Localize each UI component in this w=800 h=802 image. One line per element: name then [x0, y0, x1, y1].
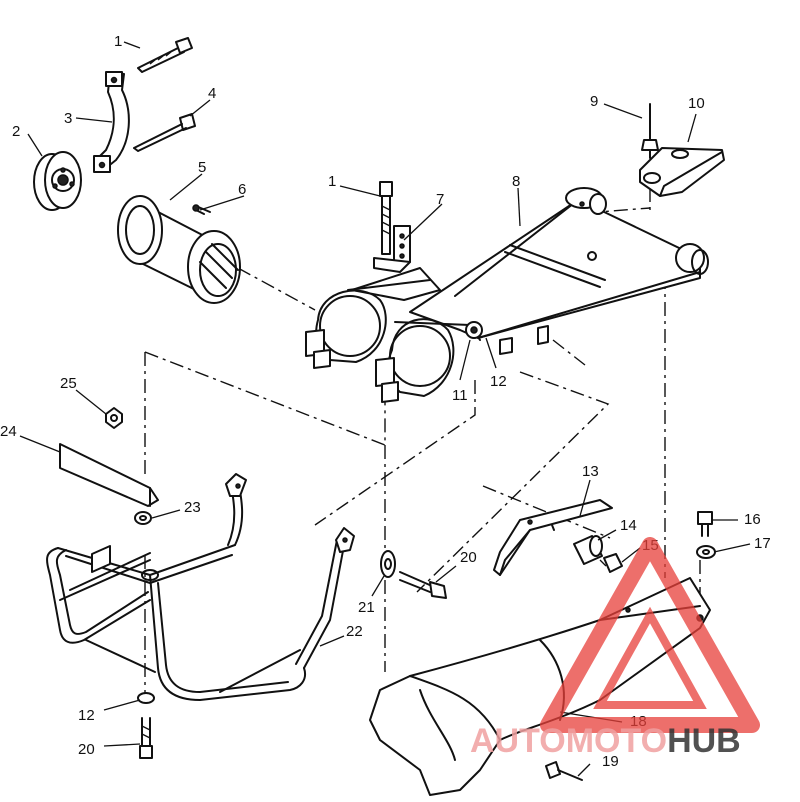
bolt-4	[133, 113, 196, 152]
callout-8: 8	[512, 173, 520, 190]
callout-3: 3	[64, 110, 72, 127]
callout-9: 9	[590, 93, 598, 110]
callout-19: 19	[602, 753, 619, 770]
bracket-13	[493, 499, 613, 576]
bushing-5	[117, 195, 241, 304]
washer-17	[696, 545, 716, 559]
callout-14: 14	[620, 517, 637, 534]
callout-10: 10	[688, 95, 705, 112]
wheel-2	[33, 151, 82, 211]
callout-23: 23	[184, 499, 201, 516]
bolt-20-right	[399, 571, 447, 599]
callout-16: 16	[744, 511, 761, 528]
washer-23	[134, 511, 152, 525]
watermark-text-primary: AUTOMOTO	[470, 722, 667, 760]
clamp-strap-3	[93, 71, 130, 173]
callout-21: 21	[358, 599, 375, 616]
bolt-1-top	[137, 37, 193, 73]
watermark-text: AUTOMOTOHUB	[470, 722, 741, 760]
watermark-triangle-icon	[540, 537, 760, 733]
skid-plate-18	[369, 577, 711, 796]
callout-7: 7	[436, 191, 444, 208]
callout-2: 2	[12, 123, 20, 140]
bolt-1-center	[379, 181, 393, 255]
bracket-7	[373, 225, 411, 273]
callout-4: 4	[208, 85, 216, 102]
callout-24: 24	[0, 423, 17, 440]
callout-25: 25	[60, 375, 77, 392]
callout-12-bottom: 12	[78, 707, 95, 724]
callout-6: 6	[238, 181, 246, 198]
watermark-logo	[540, 537, 760, 733]
washer-21	[380, 550, 396, 578]
bolt-16	[697, 511, 713, 537]
watermark-inner-triangle-icon	[593, 606, 707, 709]
callout-11: 11	[452, 387, 468, 404]
leader-lines	[19, 41, 751, 777]
nut-25	[105, 407, 123, 429]
callout-1-top: 1	[114, 33, 122, 50]
bolt-9	[641, 103, 659, 159]
mount-plate-10	[639, 147, 725, 197]
callout-20-right: 20	[460, 549, 477, 566]
bolt-19	[545, 761, 583, 781]
callout-1-center: 1	[328, 173, 336, 190]
a-arm-8	[409, 187, 709, 355]
plate-24	[59, 443, 159, 507]
watermark-text-secondary: HUB	[667, 722, 741, 760]
callout-17: 17	[754, 535, 771, 552]
bumper-frame-22	[46, 473, 355, 701]
bolt-15	[599, 553, 623, 573]
spacer-14	[573, 535, 603, 565]
arm-clamps	[305, 267, 483, 403]
washer-12-bottom	[137, 692, 155, 704]
callout-22: 22	[346, 623, 363, 640]
pin-6	[192, 204, 211, 215]
callout-labels: 1 2 3 4 5 6 1 7 8 9 10 25 24 23 11 12 13…	[0, 33, 771, 770]
callout-13: 13	[582, 463, 599, 480]
callout-20-bottom: 20	[78, 741, 95, 758]
bolt-20-bottom	[139, 717, 153, 759]
callout-5: 5	[198, 159, 206, 176]
callout-12-arm: 12	[490, 373, 507, 390]
